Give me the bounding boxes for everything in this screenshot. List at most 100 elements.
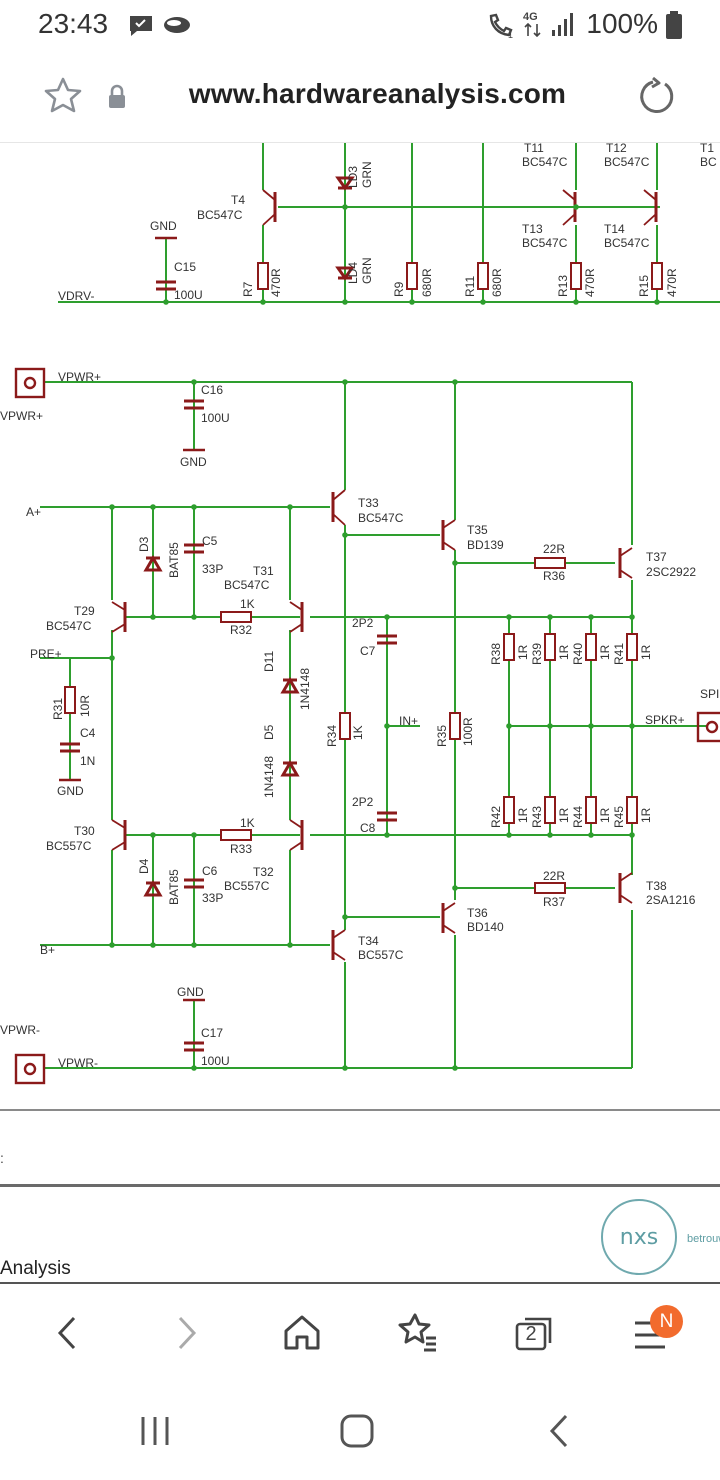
label-t33-value: BC547C (358, 511, 404, 525)
label-t35: T35 (467, 523, 488, 537)
address-bar: www.hardwareanalysis.com (0, 50, 720, 143)
system-back-icon[interactable] (540, 1411, 580, 1451)
label-vpwr-plus-2: VPWR+ (0, 409, 43, 423)
label-r9-value: 680R (420, 268, 434, 297)
label-r9: R9 (392, 281, 406, 297)
label-r7: R7 (241, 281, 255, 297)
label-d4: D4 (137, 858, 151, 874)
label-t4: T4 (231, 193, 245, 207)
forward-icon[interactable] (156, 1303, 216, 1363)
label-ld4: LD4 (346, 262, 360, 284)
label-r31-value: 10R (78, 695, 92, 717)
label-vdrv: VDRV- (58, 289, 94, 303)
label-c7: C7 (360, 644, 376, 658)
label-t34-value: BC557C (358, 948, 404, 962)
back-icon[interactable] (36, 1303, 96, 1363)
label-t33: T33 (358, 496, 379, 510)
label-t15-value: BC (700, 155, 717, 169)
label-t13: T13 (522, 222, 543, 236)
label-a-plus: A+ (26, 505, 41, 519)
url-field[interactable]: www.hardwareanalysis.com (188, 78, 567, 109)
label-r43: R43 (530, 806, 544, 828)
bookmarks-icon[interactable] (388, 1303, 448, 1363)
label-in-plus: IN+ (399, 714, 418, 728)
label-r15-value: 470R (665, 268, 679, 297)
label-d4-value: BAT85 (167, 869, 181, 905)
label-r34-value: 1K (351, 725, 365, 740)
label-t38: T38 (646, 879, 667, 893)
label-r13: R13 (556, 275, 570, 297)
label-gnd-2: GND (180, 455, 207, 469)
label-t37-value: 2SC2922 (646, 565, 696, 579)
label-c4-value: 1N (80, 754, 95, 768)
page-mark: : (0, 1150, 4, 1166)
label-c4: C4 (80, 726, 96, 740)
nxs-logo-text: nxs (619, 1225, 659, 1250)
label-t14-value: BC547C (604, 236, 650, 250)
reload-icon[interactable] (636, 76, 678, 118)
schematic-diagram: T11 BC547C T12 BC547C T1 BC T4 BC547C T1… (0, 143, 720, 1085)
label-r32-value: 1K (240, 597, 255, 611)
label-t38-value: 2SA1216 (646, 893, 696, 907)
tabs-icon[interactable]: 2 (504, 1303, 564, 1363)
label-t29: T29 (74, 604, 95, 618)
label-t12: T12 (606, 143, 627, 155)
label-vpwr-minus: VPWR- (58, 1056, 98, 1070)
system-nav-bar (0, 1387, 720, 1480)
label-r41: R41 (612, 643, 626, 665)
label-gnd-3: GND (57, 784, 84, 798)
label-gnd-4: GND (177, 985, 204, 999)
signal-icon (552, 13, 573, 36)
label-t30: T30 (74, 824, 95, 838)
label-ld3: LD3 (346, 166, 360, 188)
label-ld3-value: GRN (360, 161, 374, 188)
divider-top (0, 1109, 720, 1111)
label-r11: R11 (463, 276, 477, 297)
label-c5-value: 33P (202, 562, 223, 576)
label-t11: T11 (524, 143, 544, 155)
network-type: 4G (523, 11, 538, 23)
label-r40: R40 (571, 643, 585, 665)
tab-count: 2 (525, 1323, 537, 1345)
label-t32-value: BC557C (224, 879, 270, 893)
label-t15: T1 (700, 143, 714, 155)
label-r33: R33 (230, 842, 252, 856)
label-d5-value: 1N4148 (262, 756, 276, 798)
label-c6: C6 (202, 864, 218, 878)
cloud-icon (164, 17, 190, 33)
label-r34: R34 (325, 725, 339, 747)
label-r38-value: 1R (516, 644, 530, 660)
recents-icon[interactable] (135, 1411, 175, 1451)
status-time: 23:43 (38, 8, 109, 39)
label-c7-value: 2P2 (352, 616, 374, 630)
label-r11-value: 680R (490, 268, 504, 297)
label-t12-value: BC547C (604, 155, 650, 169)
label-c15: C15 (174, 260, 196, 274)
home-icon[interactable] (272, 1303, 332, 1363)
label-t4-value: BC547C (197, 208, 243, 222)
label-r36: R36 (543, 569, 565, 583)
label-r35: R35 (435, 725, 449, 747)
star-icon[interactable] (43, 76, 83, 116)
label-r15: R15 (637, 275, 651, 297)
home-button-icon[interactable] (337, 1411, 377, 1451)
nxs-logo[interactable]: nxs (601, 1199, 677, 1275)
label-t29-value: BC547C (46, 619, 92, 633)
label-r37: R37 (543, 895, 565, 909)
label-c8: C8 (360, 821, 376, 835)
svg-text:1: 1 (508, 30, 513, 40)
label-r44-value: 1R (598, 807, 612, 823)
battery-percent: 100% (586, 8, 658, 39)
label-r42-value: 1R (516, 807, 530, 823)
label-t32: T32 (253, 865, 274, 879)
label-r44: R44 (571, 806, 585, 828)
label-c17-value: 100U (201, 1054, 230, 1068)
label-d11: D11 (262, 651, 276, 672)
browser-bottom-nav: 2 (0, 1287, 720, 1387)
label-t36-value: BD140 (467, 920, 504, 934)
label-t14: T14 (604, 222, 625, 236)
label-c17: C17 (201, 1026, 223, 1040)
status-bar: 23:43 1 4G 100% (0, 0, 720, 50)
data-arrows-icon (524, 23, 541, 37)
label-r41-value: 1R (639, 644, 653, 660)
